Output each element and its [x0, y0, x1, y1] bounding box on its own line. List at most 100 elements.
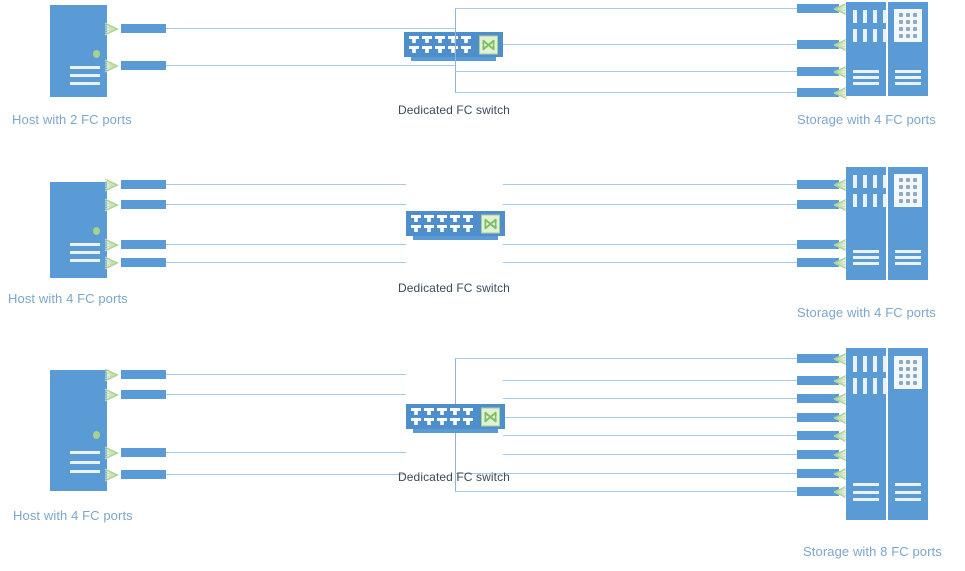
host-fc-port-3[interactable]	[121, 240, 166, 249]
switch-base	[413, 236, 498, 240]
fc-connector-burst-icon	[832, 84, 848, 102]
host-vent-lines	[70, 66, 100, 85]
storage-fc-port-4[interactable]	[797, 413, 839, 422]
fibre-channel-crossover-icon	[481, 214, 500, 233]
storage-fc-port-1[interactable]	[797, 180, 839, 189]
storage-dot-grid-icon	[894, 9, 922, 42]
cable-host1	[166, 184, 406, 185]
storage-fc-port-6[interactable]	[797, 450, 839, 459]
fc-connector-burst-icon	[832, 446, 848, 464]
fibre-channel-crossover-icon	[481, 407, 500, 426]
fc-connector-burst-icon	[104, 176, 119, 194]
fibre-channel-crossover-icon	[479, 35, 498, 54]
storage-fc-port-7[interactable]	[797, 469, 839, 478]
switch-label-3: Dedicated FC switch	[398, 470, 510, 484]
cable-trunk-vertical	[455, 8, 456, 92]
cable-to-storage-6	[503, 454, 803, 455]
cable-to-storage-8	[455, 491, 803, 492]
fc-connector-burst-icon	[832, 236, 848, 254]
storage-vent-lines	[895, 70, 921, 85]
host-fc-port-1[interactable]	[121, 24, 166, 33]
cable-to-storage-4	[503, 417, 803, 418]
cable-switch-to-storage-4	[455, 92, 803, 93]
storage-dot-grid-icon	[894, 174, 922, 207]
fc-connector-burst-icon	[104, 386, 119, 404]
host-fc-port-4[interactable]	[121, 258, 166, 267]
storage-fc-port-1[interactable]	[797, 4, 839, 13]
status-led-icon	[93, 431, 100, 439]
storage-fc-port-8[interactable]	[797, 487, 839, 496]
storage-fc-port-3[interactable]	[797, 67, 839, 76]
fc-connector-burst-icon	[104, 196, 119, 214]
cable-host1	[166, 374, 406, 375]
storage-fc-port-2[interactable]	[797, 40, 839, 49]
storage-dot-grid-icon	[894, 356, 922, 389]
fc-connector-burst-icon	[832, 390, 848, 408]
storage-fc-port-2[interactable]	[797, 200, 839, 209]
host-vent-lines	[70, 451, 100, 473]
switch-chassis	[406, 211, 505, 236]
fc-connector-burst-icon	[104, 57, 119, 75]
storage-fc-port-1[interactable]	[797, 354, 839, 363]
switch-chassis	[404, 32, 503, 57]
host-label-3: Host with 4 FC ports	[13, 508, 133, 523]
host-fc-port-1[interactable]	[121, 370, 166, 379]
cable-to-storage-7	[455, 473, 803, 474]
cable-to-storage-2	[503, 204, 803, 205]
host-fc-port-2[interactable]	[121, 61, 166, 70]
storage-label-3: Storage with 8 FC ports	[803, 544, 942, 559]
storage-fc-port-2[interactable]	[797, 376, 839, 385]
host-label-2: Host with 4 FC ports	[8, 291, 128, 306]
storage-drive-bars	[853, 378, 887, 394]
fc-connector-burst-icon	[832, 409, 848, 427]
host-fc-port-2[interactable]	[121, 390, 166, 399]
storage-drive-bars	[853, 10, 887, 23]
fc-connector-burst-icon	[832, 350, 848, 368]
cable-to-storage-5	[503, 435, 803, 436]
cable-to-storage-4	[503, 262, 803, 263]
storage-drive-bars	[853, 356, 887, 372]
cable-host4	[166, 474, 406, 475]
switch-port-array	[411, 408, 473, 425]
cable-to-storage-3	[503, 398, 803, 399]
host-fc-port-4[interactable]	[121, 470, 166, 479]
cable-to-storage-1	[455, 358, 803, 359]
fc-connector-burst-icon	[104, 20, 119, 38]
storage-fc-port-4[interactable]	[797, 88, 839, 97]
host-fc-port-1[interactable]	[121, 180, 166, 189]
storage-fc-port-4[interactable]	[797, 258, 839, 267]
switch-base	[411, 57, 496, 61]
fc-connector-burst-icon	[104, 444, 119, 462]
storage-fc-port-3[interactable]	[797, 394, 839, 403]
fc-connector-burst-icon	[832, 254, 848, 272]
fc-connector-burst-icon	[104, 254, 119, 272]
fc-connector-burst-icon	[832, 372, 848, 390]
storage-vent-lines	[895, 483, 921, 501]
fc-connector-burst-icon	[832, 176, 848, 194]
cable-host3	[166, 452, 406, 453]
cable-to-storage-3	[503, 244, 803, 245]
cable-switch-to-storage-3	[455, 71, 803, 72]
host-fc-port-2[interactable]	[121, 200, 166, 209]
host-fc-port-3[interactable]	[121, 448, 166, 457]
storage-drive-bars	[853, 29, 887, 42]
fc-connector-burst-icon	[104, 366, 119, 384]
storage-drive-bars	[853, 194, 887, 207]
fc-connector-burst-icon	[832, 0, 848, 18]
storage-drive-bars	[853, 175, 887, 188]
cable-host3	[166, 244, 406, 245]
storage-fc-port-5[interactable]	[797, 431, 839, 440]
cable-host2	[166, 204, 406, 205]
fc-connector-burst-icon	[104, 236, 119, 254]
switch-base	[413, 429, 498, 433]
cable-host4	[166, 262, 406, 263]
cable-switch-to-storage-2	[503, 44, 803, 45]
host-label-1: Host with 2 FC ports	[12, 112, 132, 127]
fc-connector-burst-icon	[832, 196, 848, 214]
storage-fc-port-3[interactable]	[797, 240, 839, 249]
switch-chassis	[406, 404, 505, 429]
cable-host2-to-switch	[166, 65, 456, 66]
storage-vent-lines	[853, 70, 879, 85]
switch-label-1: Dedicated FC switch	[398, 103, 510, 117]
